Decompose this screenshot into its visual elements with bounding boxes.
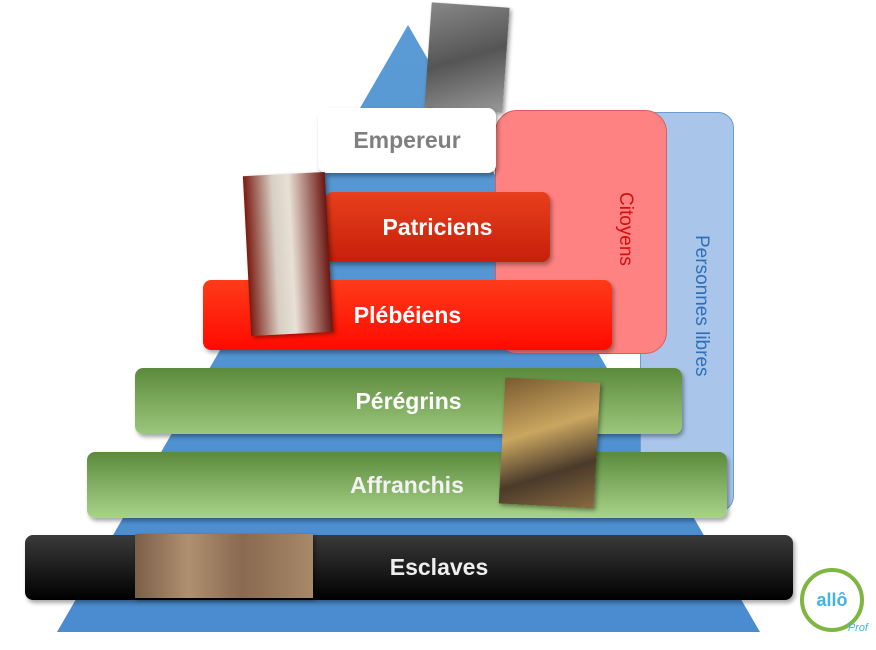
patrician-statue-image bbox=[242, 171, 334, 337]
level-patriciens: Patriciens bbox=[325, 192, 550, 262]
level-empereur: Empereur bbox=[318, 108, 496, 173]
slaves-relief-image bbox=[135, 534, 313, 598]
level-peregrins: Pérégrins bbox=[135, 368, 682, 434]
logo-sub: Prof bbox=[847, 622, 868, 634]
emperor-statue-image bbox=[424, 2, 510, 113]
logo-text: allô bbox=[816, 589, 848, 610]
level-affranchis: Affranchis bbox=[87, 452, 727, 518]
allo-prof-logo: allô Prof bbox=[800, 568, 868, 634]
personnes-libres-label: Personnes libres bbox=[691, 235, 712, 377]
citoyens-label: Citoyens bbox=[615, 192, 636, 266]
fresco-image bbox=[498, 377, 601, 509]
